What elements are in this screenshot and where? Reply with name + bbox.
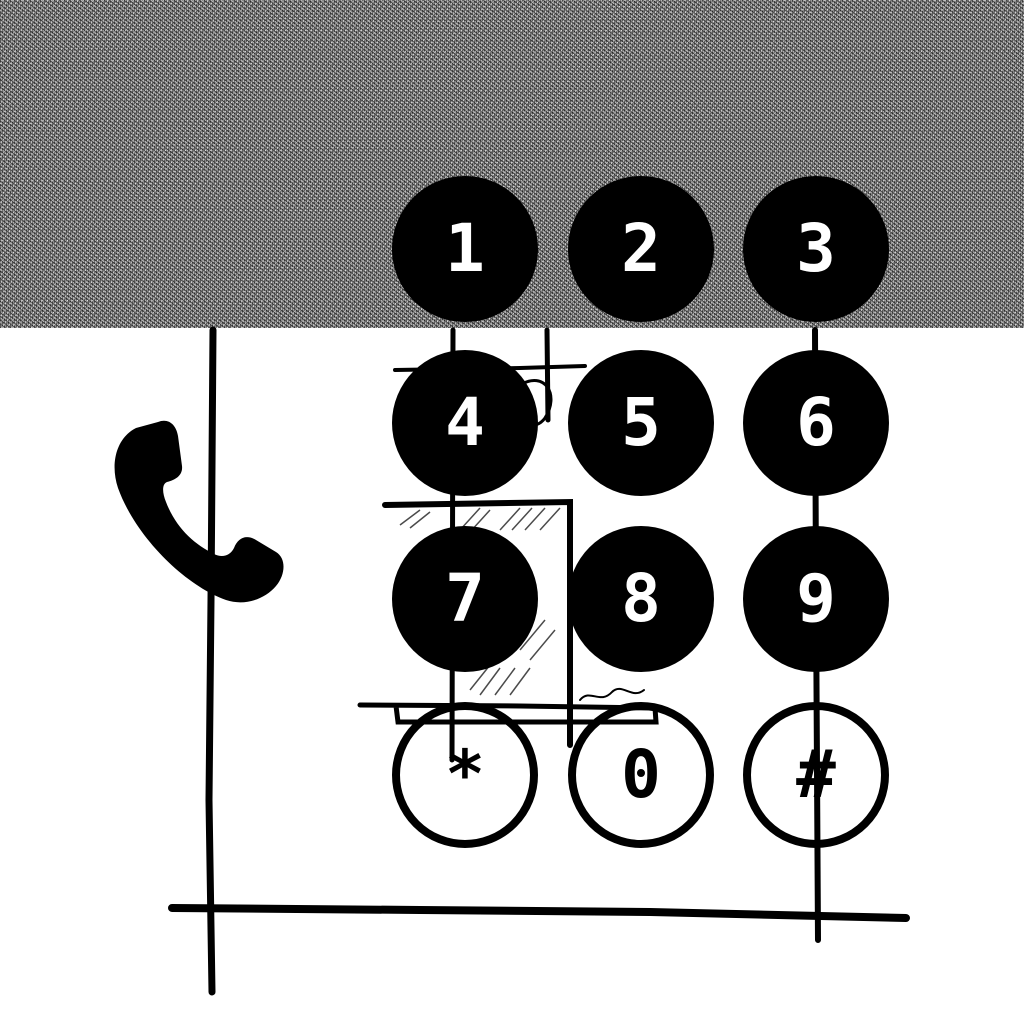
key-6[interactable]: 6: [743, 350, 889, 496]
key-5[interactable]: 5: [568, 350, 714, 496]
key-3[interactable]: 3: [743, 176, 889, 322]
key-hash[interactable]: #: [743, 702, 889, 848]
key-7[interactable]: 7: [392, 526, 538, 672]
key-0[interactable]: 0: [568, 702, 714, 848]
phone-handset-icon: [114, 420, 284, 603]
key-4[interactable]: 4: [392, 350, 538, 496]
key-1[interactable]: 1: [392, 176, 538, 322]
key-9[interactable]: 9: [743, 526, 889, 672]
key-2[interactable]: 2: [568, 176, 714, 322]
noise-texture-band: [0, 0, 1024, 328]
key-8[interactable]: 8: [568, 526, 714, 672]
key-star[interactable]: *: [392, 702, 538, 848]
